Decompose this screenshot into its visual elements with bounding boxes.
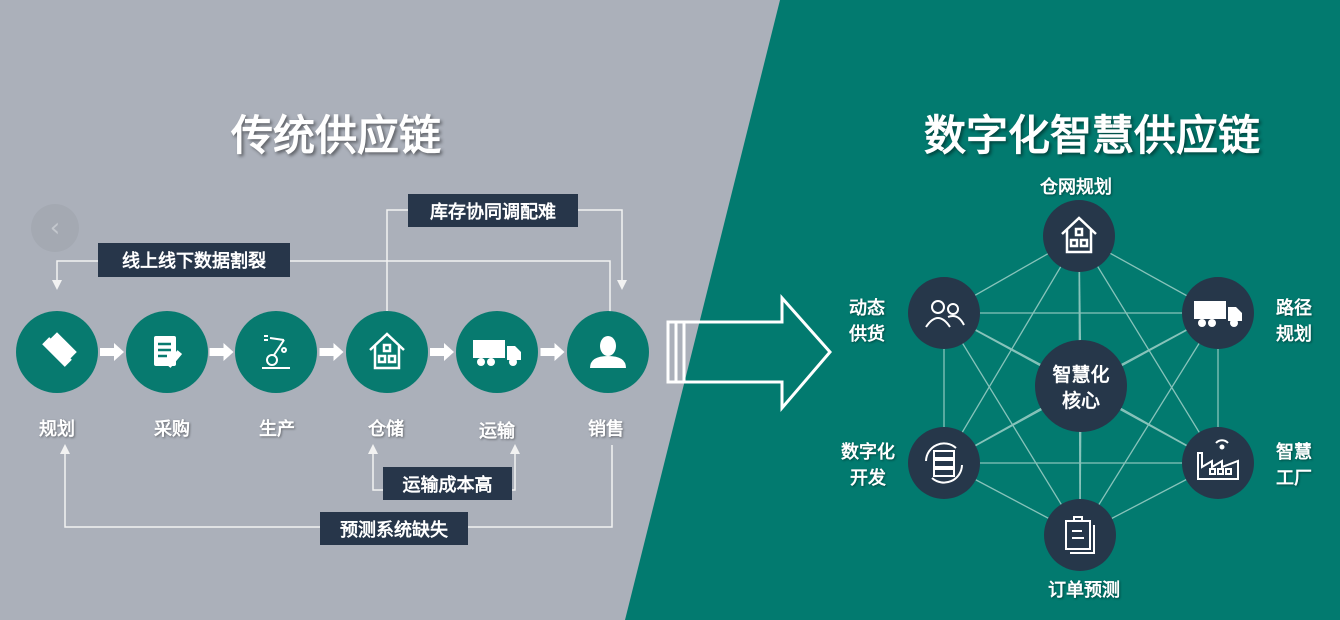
pencil-ruler-icon — [42, 332, 77, 367]
node-label-upper-left: 动态供货 — [849, 298, 885, 345]
step-2 — [126, 311, 208, 393]
users-icon — [925, 300, 965, 328]
core-label: 智慧化核心 — [1052, 364, 1110, 412]
flow-arrow-icon — [540, 343, 565, 361]
step-5 — [456, 311, 538, 393]
node-label-top: 仓网规划 — [1040, 177, 1112, 198]
node-upper-left — [908, 277, 980, 349]
digital-title: 数字化智慧供应链 — [923, 111, 1261, 160]
step-label: 运输 — [479, 421, 515, 442]
smart-factory-icon — [1197, 439, 1239, 480]
chevron-left-icon: ‹ — [49, 213, 61, 243]
person-icon — [590, 336, 626, 368]
step-label: 生产 — [259, 419, 295, 440]
flow-arrow-icon — [319, 343, 344, 361]
traditional-title: 传统供应链 — [230, 111, 442, 160]
node-label-bottom: 订单预测 — [1048, 580, 1120, 601]
step-label: 仓储 — [368, 419, 404, 440]
step-label: 销售 — [588, 419, 624, 440]
arrowheads — [52, 280, 627, 454]
network-link — [943, 312, 1081, 536]
server-sync-icon — [925, 442, 963, 484]
flow-arrow-icon — [100, 343, 124, 361]
flow-arrow-icon — [430, 343, 454, 361]
step-6 — [567, 311, 649, 393]
back-button[interactable]: ‹ — [31, 204, 79, 252]
warehouse-icon — [1061, 216, 1097, 254]
node-lower-right — [1182, 427, 1254, 499]
node-top — [1043, 200, 1115, 272]
document-edit-icon — [154, 336, 183, 368]
robot-arm-icon — [262, 335, 290, 369]
node-label-upper-right: 路径规划 — [1276, 298, 1312, 345]
clipboard-icon — [1065, 516, 1095, 554]
warehouse-icon — [369, 332, 405, 370]
step-3 — [235, 311, 317, 393]
truck-icon — [473, 340, 521, 366]
callout-inventory: 库存协同调配难 — [408, 194, 578, 227]
step-4 — [346, 311, 428, 393]
node-bottom — [1044, 499, 1116, 571]
callout-data-split: 线上线下数据割裂 — [98, 243, 290, 277]
core-node — [1035, 340, 1127, 432]
left-background — [0, 0, 780, 620]
step-1 — [16, 311, 98, 393]
node-upper-right — [1182, 277, 1254, 349]
step-label: 采购 — [154, 419, 190, 440]
node-lower-left — [908, 427, 980, 499]
flow-arrow-icon — [209, 343, 234, 361]
transform-arrow — [666, 294, 832, 413]
truck-icon — [1194, 301, 1242, 327]
callout-transport-cost: 运输成本高 — [383, 467, 512, 500]
node-label-lower-left: 数字化开发 — [841, 442, 895, 489]
node-label-lower-right: 智慧工厂 — [1276, 442, 1312, 489]
step-label: 规划 — [39, 419, 75, 440]
callout-forecast-missing: 预测系统缺失 — [320, 512, 468, 545]
